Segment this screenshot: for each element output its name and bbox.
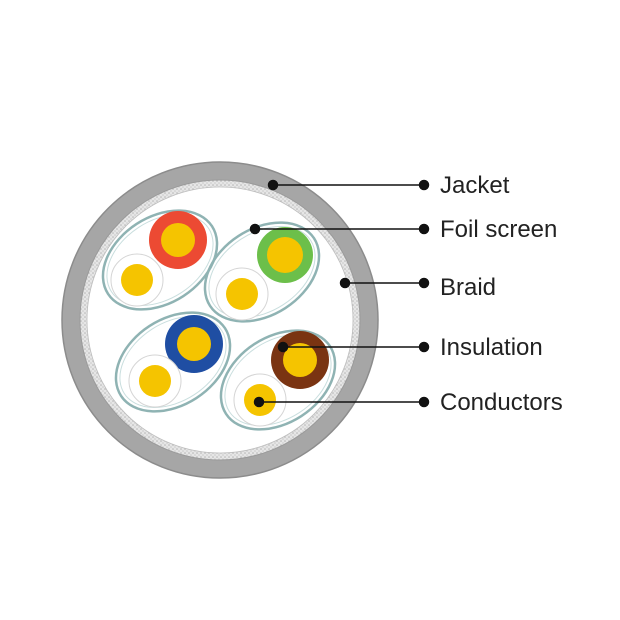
label-conductors: Conductors (440, 389, 563, 416)
conductor-white-orange (121, 264, 153, 296)
conductor-blue (177, 327, 211, 361)
twisted-pair-orange (101, 209, 219, 311)
conductor-white-green (226, 278, 258, 310)
label-foil-screen: Foil screen (440, 216, 557, 243)
foil-screen-pair-blue (114, 311, 232, 413)
conductor-green (267, 237, 303, 273)
twisted-pair-green (203, 221, 321, 323)
label-jacket: Jacket (440, 172, 510, 199)
conductor-white-blue (139, 365, 171, 397)
leader-foil-screen (249, 223, 430, 235)
foil-screen-pair-green (203, 221, 321, 323)
leader-conductors (253, 396, 430, 408)
leader-braid (339, 277, 430, 289)
leader-jacket (267, 179, 430, 191)
twisted-pair-blue (114, 311, 232, 413)
cable-core (86, 186, 354, 454)
foil-screen-pair-orange (101, 209, 219, 311)
conductor-orange (161, 223, 195, 257)
foil-screen-pair-brown (219, 329, 337, 431)
label-insulation: Insulation (440, 334, 543, 361)
conductor-brown (283, 343, 317, 377)
label-braid: Braid (440, 274, 496, 301)
leader-insulation (277, 341, 430, 353)
